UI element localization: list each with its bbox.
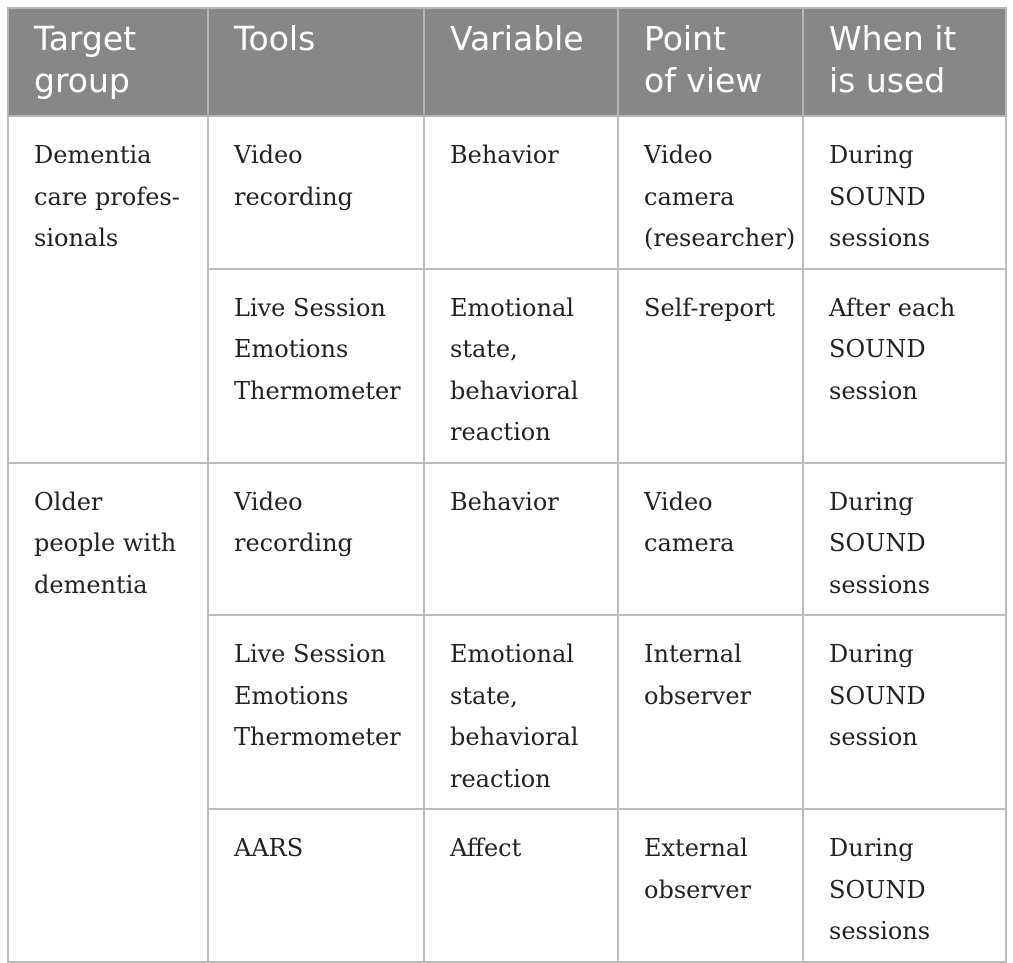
point-of-view-cell: Video camera (researcher) — [617, 115, 804, 270]
point-of-view-cell: Self-report — [617, 267, 804, 464]
variable-cell: Emotional state, behavioral reaction — [423, 614, 619, 810]
header-point-of-view: Point of view — [617, 7, 804, 117]
table-row: Live Session Emotions Thermometer Emotio… — [8, 267, 1007, 464]
when-used-cell: After each SOUND session — [802, 267, 1007, 464]
table-row: Dementia care profes- sionals Video reco… — [7, 115, 1007, 464]
variable-cell: Affect — [423, 808, 619, 963]
tool-cell: AARS — [207, 808, 425, 963]
table-body: Dementia care profes- sionals Video reco… — [7, 115, 1007, 963]
variable-cell: Behavior — [423, 461, 619, 616]
tool-cell: Live Session Emotions Thermometer — [207, 267, 425, 464]
tool-cell: Video recording — [207, 461, 425, 616]
point-of-view-cell: Internal observer — [617, 614, 804, 810]
target-group-cell: Older people with dementia — [7, 461, 209, 963]
variable-cell: Behavior — [423, 115, 619, 270]
when-used-cell: During SOUND session — [802, 614, 1007, 810]
variable-cell: Emotional state, behavioral reaction — [423, 267, 619, 464]
tool-cell: Video recording — [207, 115, 425, 270]
when-used-cell: During SOUND sessions — [802, 115, 1007, 270]
target-group-cell: Dementia care profes- sionals — [7, 115, 209, 464]
point-of-view-cell: External observer — [617, 808, 804, 963]
header-row: Target group Tools Variable Point of vie… — [7, 7, 1007, 117]
table-row: Live Session Emotions Thermometer Emotio… — [8, 614, 1007, 810]
when-used-cell: During SOUND sessions — [802, 808, 1007, 963]
header-when-used: When it is used — [802, 7, 1007, 117]
when-used-cell: During SOUND sessions — [802, 461, 1007, 616]
table-header: Target group Tools Variable Point of vie… — [7, 7, 1007, 117]
table-row: Older people with dementia Video recordi… — [7, 461, 1007, 963]
header-tools: Tools — [207, 7, 425, 117]
methods-table: Target group Tools Variable Point of vie… — [7, 7, 1007, 963]
tool-cell: Live Session Emotions Thermometer — [207, 614, 425, 810]
header-target-group: Target group — [7, 7, 209, 117]
point-of-view-cell: Video camera — [617, 461, 804, 616]
header-variable: Variable — [423, 7, 619, 117]
